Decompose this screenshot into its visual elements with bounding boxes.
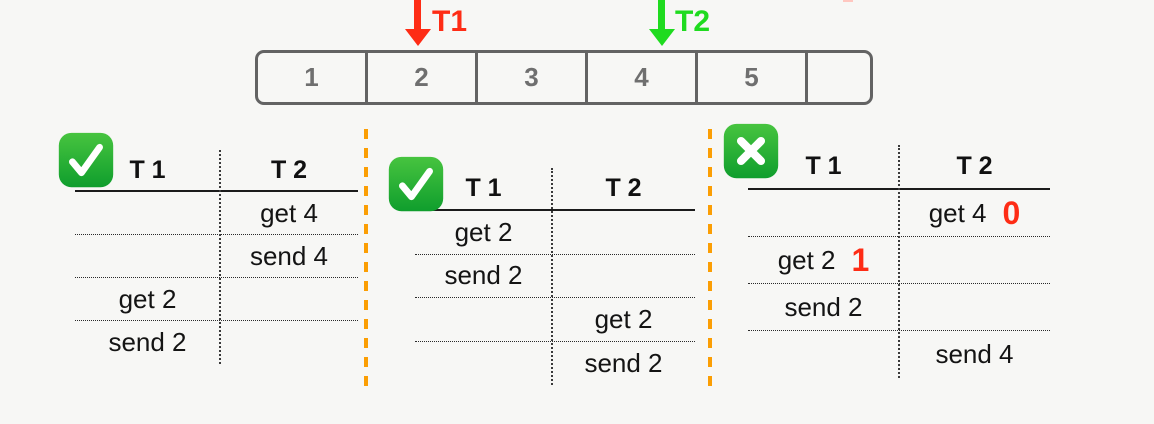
op-cell-t1: get 2 1 — [748, 237, 899, 283]
schedule-table-3: T 1 T 2 get 4 0 get 2 1 send 2 send 4 — [748, 145, 1050, 378]
t2-column-header: T 2 — [605, 174, 642, 202]
t1-column-header: T 1 — [805, 152, 842, 180]
schedule-table-1: T 1 T 2 get 4 send 4 get 2 send 2 — [75, 150, 358, 364]
op-cell-t1: send 2 — [444, 260, 523, 291]
cross-mark-emoji-icon — [722, 122, 780, 180]
t1-pointer-label: T1 — [432, 5, 468, 38]
table-header-row: T 1 T 2 — [75, 150, 358, 192]
t2-column-header: T 2 — [956, 152, 993, 180]
clipped-red-artifact — [843, 0, 853, 2]
separator-dashed-line-1 — [364, 129, 368, 395]
table-row: send 2 — [75, 321, 358, 364]
op-cell-t1 — [748, 190, 899, 236]
t1-arrow-shaft — [414, 0, 421, 30]
op-cell-t1 — [75, 192, 220, 234]
t2-column-header: T 2 — [270, 155, 308, 184]
column-divider — [898, 145, 900, 378]
schedule-table-2: T 1 T 2 get 2 send 2 get 2 send 2 — [415, 168, 695, 385]
buffer-array: 1 2 3 4 5 — [255, 50, 873, 105]
step-annotation: 1 — [851, 241, 870, 278]
op-cell-t1 — [75, 235, 220, 277]
separator-dashed-line-2 — [708, 129, 712, 395]
op-cell-t1 — [415, 298, 552, 341]
table-row: get 4 — [75, 192, 358, 235]
buffer-cell-3: 3 — [478, 53, 588, 102]
op-cell-t2 — [552, 211, 695, 254]
table-row: send 2 — [415, 255, 695, 298]
op-cell-t2 — [899, 237, 1050, 283]
op-cell-t2 — [899, 284, 1050, 330]
t2-arrow-shaft — [658, 0, 665, 30]
op-cell-t2: send 4 — [935, 339, 1014, 369]
table-row: send 2 — [415, 342, 695, 386]
op-cell-t1: get 2 — [118, 283, 177, 314]
table-header-row: T 1 T 2 — [415, 168, 695, 211]
column-divider — [551, 168, 553, 385]
table-row: get 2 — [75, 278, 358, 321]
op-label: get 4 — [928, 197, 987, 228]
op-cell-t2: get 2 — [594, 303, 653, 334]
check-mark-emoji-icon — [57, 131, 115, 189]
op-cell-t2: send 4 — [249, 240, 329, 271]
buffer-cell-2: 2 — [368, 53, 478, 102]
op-cell-t2: send 2 — [584, 347, 663, 378]
buffer-cell-1: 1 — [258, 53, 368, 102]
table-row: get 2 — [415, 298, 695, 342]
op-cell-t1 — [748, 331, 899, 378]
op-cell-t1: send 2 — [784, 291, 863, 322]
t1-column-header: T 1 — [129, 155, 166, 184]
op-cell-t2 — [220, 321, 358, 364]
column-divider — [219, 150, 221, 364]
buffer-cell-empty — [808, 53, 870, 102]
op-cell-t2 — [220, 278, 358, 320]
table-row: get 2 — [415, 211, 695, 255]
table-row: get 2 1 — [748, 237, 1050, 284]
table-row: send 4 — [75, 235, 358, 278]
op-cell-t1: send 2 — [108, 327, 187, 357]
table-row: send 4 — [748, 331, 1050, 378]
buffer-cell-4: 4 — [588, 53, 698, 102]
step-annotation: 0 — [1002, 194, 1021, 231]
t1-column-header: T 1 — [465, 174, 502, 202]
buffer-cell-5: 5 — [698, 53, 808, 102]
t2-arrow-down-icon — [649, 29, 675, 46]
op-cell-t2: get 4 — [260, 197, 318, 228]
op-label: get 2 — [777, 244, 836, 275]
t2-pointer-label: T2 — [675, 5, 711, 38]
op-cell-t2 — [552, 255, 695, 298]
t1-arrow-down-icon — [405, 29, 431, 46]
op-cell-t1 — [415, 342, 552, 386]
op-cell-t2: get 4 0 — [899, 190, 1050, 236]
check-mark-emoji-icon — [387, 155, 445, 213]
op-cell-t1: get 2 — [454, 216, 513, 247]
